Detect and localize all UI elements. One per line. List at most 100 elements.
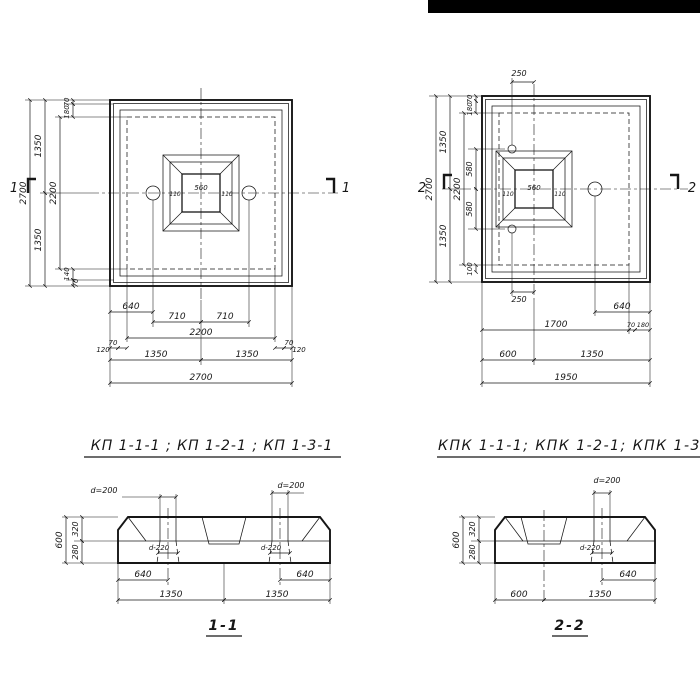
dim-label: 70 (63, 97, 71, 106)
dim-label: 180 (637, 321, 649, 329)
column-socket-opening (181, 173, 221, 213)
section-cut-flag (26, 177, 36, 193)
dim-label: 110 (221, 191, 233, 198)
dim-label: 2200 (190, 328, 213, 338)
section-view-2-2: КПК 1-1-1; КПК 1-2-1; КПК 1-3-1 (437, 438, 700, 637)
cut-label-1-1: 1-1 (208, 618, 239, 634)
dim-label: 140 (63, 267, 71, 281)
cut-label-2-2: 2-2 (554, 618, 585, 634)
dim-label: 120 (292, 346, 306, 354)
dim-label: 1350 (589, 590, 612, 600)
dim-label: 250 (511, 295, 526, 304)
dim-label: 2200 (49, 181, 59, 204)
dim-label: 180 (466, 102, 474, 116)
dim-label: 640 (134, 570, 151, 580)
dim-label: 1350 (160, 590, 183, 600)
dim-label: 1350 (581, 350, 604, 360)
dim-label: 600 (499, 350, 516, 360)
dim-label: 110 (169, 191, 181, 198)
dim-label: 1350 (236, 350, 259, 360)
section-mark-1: 1 (10, 181, 18, 196)
dimension-lines (459, 490, 657, 604)
group-title-kp: КП 1-1-1 ; КП 1-2-1 ; КП 1-3-1 (91, 438, 333, 454)
dim-label: 70 (285, 339, 294, 347)
dim-label: 70 (627, 321, 635, 329)
group-title-kpk: КПК 1-1-1; КПК 1-2-1; КПК 1-3-1 (438, 438, 700, 454)
dim-label: 320 (71, 521, 80, 536)
section-cut-flag (326, 177, 336, 193)
labels: d=200 d-220 600 320 280 640 600 1350 (452, 476, 637, 600)
anchor-hole-top (507, 144, 517, 154)
dim-label: 100 (466, 262, 474, 276)
dim-label: d=200 (90, 486, 117, 495)
dim-label: 120 (96, 346, 110, 354)
dim-label: 640 (613, 302, 630, 312)
dim-label: 640 (296, 570, 313, 580)
pedestal-base (162, 154, 240, 232)
dim-label: 110 (502, 191, 514, 198)
dim-label: 2200 (453, 177, 463, 200)
dim-label: 110 (554, 191, 566, 198)
geometry (442, 84, 688, 300)
scan-artifact-bar (428, 0, 700, 13)
foundation-slab-outline (481, 95, 651, 283)
lower-step-hidden-edge (498, 112, 630, 266)
dim-label: 710 (216, 312, 233, 322)
dimension-lines (25, 98, 294, 387)
foundation-slab-outline (109, 99, 293, 287)
geometry (26, 88, 338, 300)
dim-label: 70 (72, 278, 80, 287)
dim-label: 180 (63, 105, 71, 119)
dim-label: d-220 (580, 544, 601, 552)
labels: d=200 d=200 d-220 d-220 600 320 280 640 640 1350 1… (55, 481, 314, 600)
dim-label: 250 (511, 69, 526, 78)
dim-label: 320 (468, 521, 477, 536)
dim-label: 580 (465, 161, 474, 176)
dim-label: 70 (466, 94, 474, 103)
dim-label: 1700 (545, 320, 568, 330)
section-mark-1: 1 (342, 181, 350, 196)
section-mark-2: 2 (418, 181, 426, 196)
dim-label: 1350 (439, 130, 449, 153)
dim-label: 280 (468, 544, 477, 559)
dim-label: 1350 (34, 134, 44, 157)
section-mark-2: 2 (688, 181, 696, 196)
dim-label: 2700 (190, 373, 213, 383)
plan-view-right: 2502700135013502200701805805801002506401… (418, 69, 696, 387)
foundation-section-outline (117, 516, 331, 564)
dim-label: d=200 (593, 476, 620, 485)
dim-label: 580 (465, 201, 474, 216)
lower-step-hidden-edge (126, 116, 276, 270)
section-cut-flag (442, 173, 452, 189)
dim-label: 1350 (439, 224, 449, 247)
dim-label: 1350 (34, 228, 44, 251)
dim-label: 640 (619, 570, 636, 580)
dim-label: 710 (168, 312, 185, 322)
dim-label: 1950 (555, 373, 578, 383)
anchor-hole-bottom (507, 224, 517, 234)
foundation-section-outline (494, 516, 656, 564)
dim-label: 600 (452, 531, 462, 548)
dim-label: 640 (122, 302, 139, 312)
dim-label: d=200 (277, 481, 304, 490)
dim-label: d-220 (261, 544, 282, 552)
dimension-lines (429, 78, 652, 387)
dim-label: 560 (527, 184, 541, 192)
dim-label: 1350 (145, 350, 168, 360)
dim-label: 1350 (266, 590, 289, 600)
labels: 2502700135013502200701805805801002506401… (418, 69, 696, 383)
dim-label: 600 (55, 531, 65, 548)
dim-label: 70 (109, 339, 118, 347)
section-view-1-1: КП 1-1-1 ; КП 1-2-1 ; КП 1-3-1 (55, 438, 341, 637)
column-socket-opening (514, 169, 554, 209)
dim-label: 2700 (19, 181, 29, 204)
dim-label: 2700 (425, 177, 435, 200)
dim-label: 600 (510, 590, 527, 600)
dim-label: d-220 (149, 544, 170, 552)
dim-label: 280 (71, 544, 80, 559)
socket-pocket (201, 516, 247, 545)
dimension-lines (62, 490, 332, 604)
